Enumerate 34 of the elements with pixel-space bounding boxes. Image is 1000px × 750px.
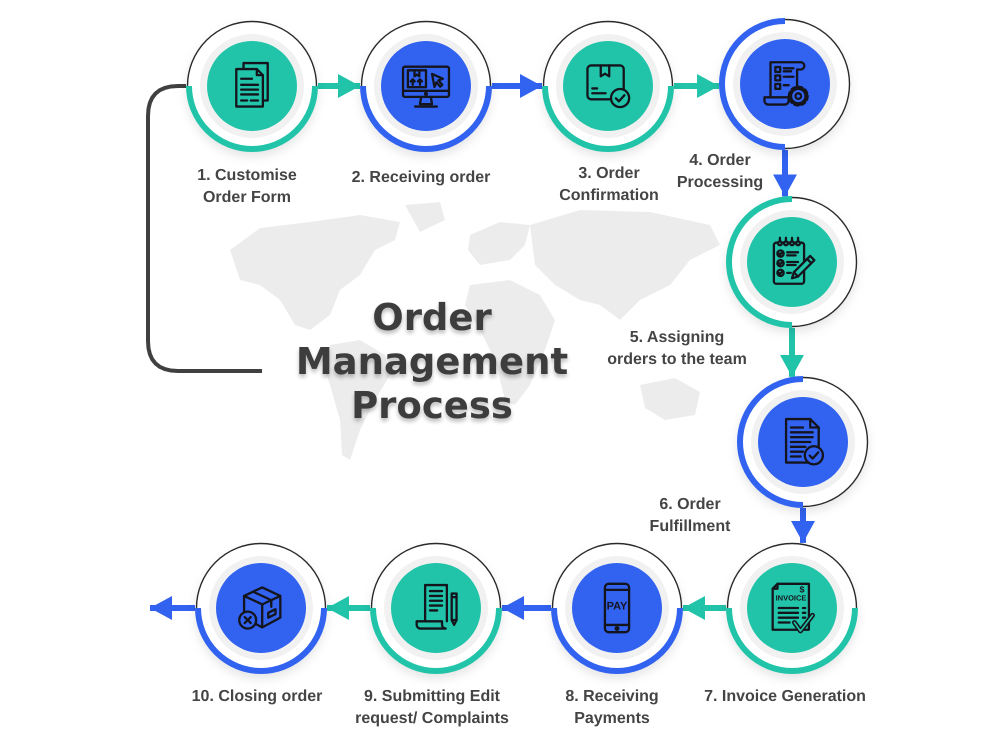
step-label: 9. Submitting Edit request/ Complaints bbox=[354, 687, 510, 729]
arrow bbox=[683, 596, 726, 620]
step-label: 5. Assigning orders to the team bbox=[606, 328, 748, 370]
step-label: 6. Order Fulfillment bbox=[648, 495, 732, 537]
arrow bbox=[492, 74, 542, 98]
step-label: 10. Closing order bbox=[192, 687, 322, 707]
step-circle bbox=[737, 376, 869, 508]
arrow bbox=[773, 150, 797, 196]
step-label: 4. Order Processing bbox=[676, 151, 764, 193]
step-label: 8. Receiving Payments bbox=[564, 687, 660, 729]
step-circle bbox=[370, 542, 502, 674]
arrow bbox=[674, 74, 720, 98]
arrow bbox=[502, 596, 551, 620]
step-label: 2. Receiving order bbox=[352, 168, 490, 188]
arrow bbox=[318, 74, 360, 98]
step-circle bbox=[726, 196, 858, 328]
arrow bbox=[791, 508, 815, 543]
step-label: 3. Order Confirmation bbox=[558, 164, 660, 206]
title-text: Order Management Process bbox=[262, 296, 602, 428]
icon-text: $ bbox=[800, 586, 804, 594]
step-label: 7. Invoice Generation bbox=[704, 687, 866, 707]
step-label: 1. Customise Order Form bbox=[196, 166, 298, 208]
step-circle bbox=[551, 542, 683, 674]
step-circle bbox=[195, 542, 327, 674]
step-circle bbox=[726, 542, 858, 674]
step-circle bbox=[542, 20, 674, 152]
step-circle bbox=[186, 20, 318, 152]
icon-text: PAY bbox=[606, 602, 628, 612]
arrow bbox=[327, 596, 370, 620]
arrow bbox=[150, 596, 195, 620]
step-circle bbox=[360, 20, 492, 152]
arrow bbox=[780, 328, 804, 377]
step-circle bbox=[719, 18, 851, 150]
connector-line bbox=[146, 84, 262, 373]
